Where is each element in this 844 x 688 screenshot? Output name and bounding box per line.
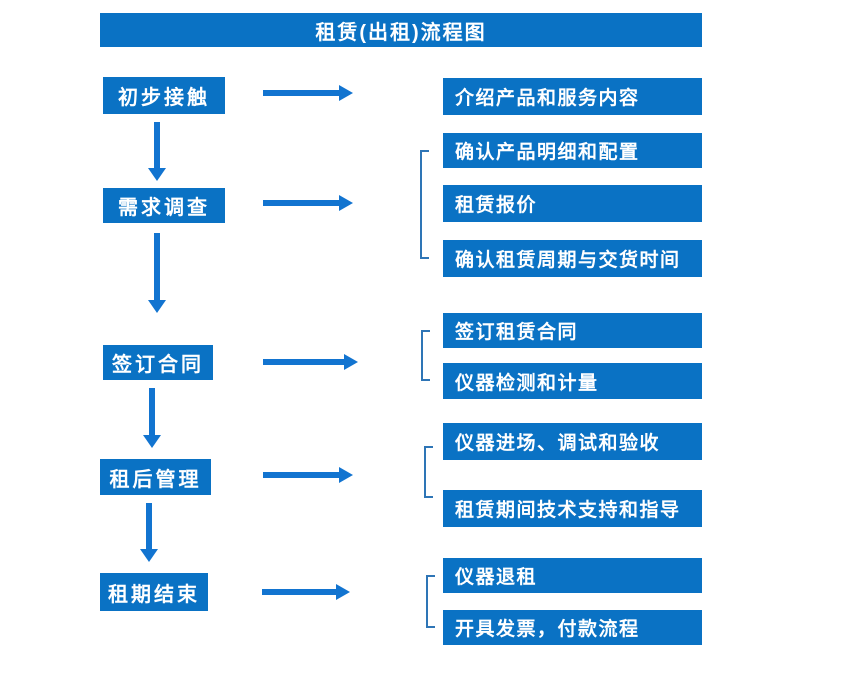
- right-arrow-icon: [263, 195, 353, 211]
- group-bracket: [421, 330, 430, 381]
- right-arrow-icon: [262, 584, 350, 600]
- step-box-sign-contract: 签订合同: [103, 345, 213, 380]
- down-arrow-icon: [143, 388, 161, 448]
- right-arrow-icon: [263, 85, 353, 101]
- detail-box-rental-quotation: 租赁报价: [443, 185, 702, 222]
- step-box-demand-survey: 需求调查: [103, 188, 225, 223]
- step-box-post-rental-management: 租后管理: [100, 459, 211, 495]
- right-arrow-icon: [263, 467, 353, 483]
- detail-box-instrument-return: 仪器退租: [443, 558, 702, 593]
- group-bracket: [424, 446, 433, 498]
- group-bracket: [426, 575, 435, 628]
- diagram-title: 租赁(出租)流程图: [100, 13, 702, 47]
- down-arrow-icon: [148, 233, 166, 313]
- detail-box-instrument-setup-acceptance: 仪器进场、调试和验收: [443, 423, 702, 460]
- down-arrow-icon: [140, 503, 158, 562]
- down-arrow-icon: [148, 122, 166, 181]
- group-bracket: [420, 150, 429, 259]
- step-box-rental-end: 租期结束: [100, 573, 208, 611]
- detail-box-instrument-testing: 仪器检测和计量: [443, 363, 702, 399]
- detail-box-invoice-payment: 开具发票，付款流程: [443, 610, 702, 645]
- step-box-initial-contact: 初步接触: [103, 77, 225, 114]
- right-arrow-icon: [263, 354, 358, 370]
- detail-box-technical-support: 租赁期间技术支持和指导: [443, 490, 702, 527]
- detail-box-confirm-rental-period: 确认租赁周期与交货时间: [443, 240, 702, 277]
- detail-box-confirm-product-config: 确认产品明细和配置: [443, 133, 702, 168]
- detail-box-sign-rental-contract: 签订租赁合同: [443, 313, 702, 348]
- detail-box-introduce-products: 介绍产品和服务内容: [443, 78, 702, 115]
